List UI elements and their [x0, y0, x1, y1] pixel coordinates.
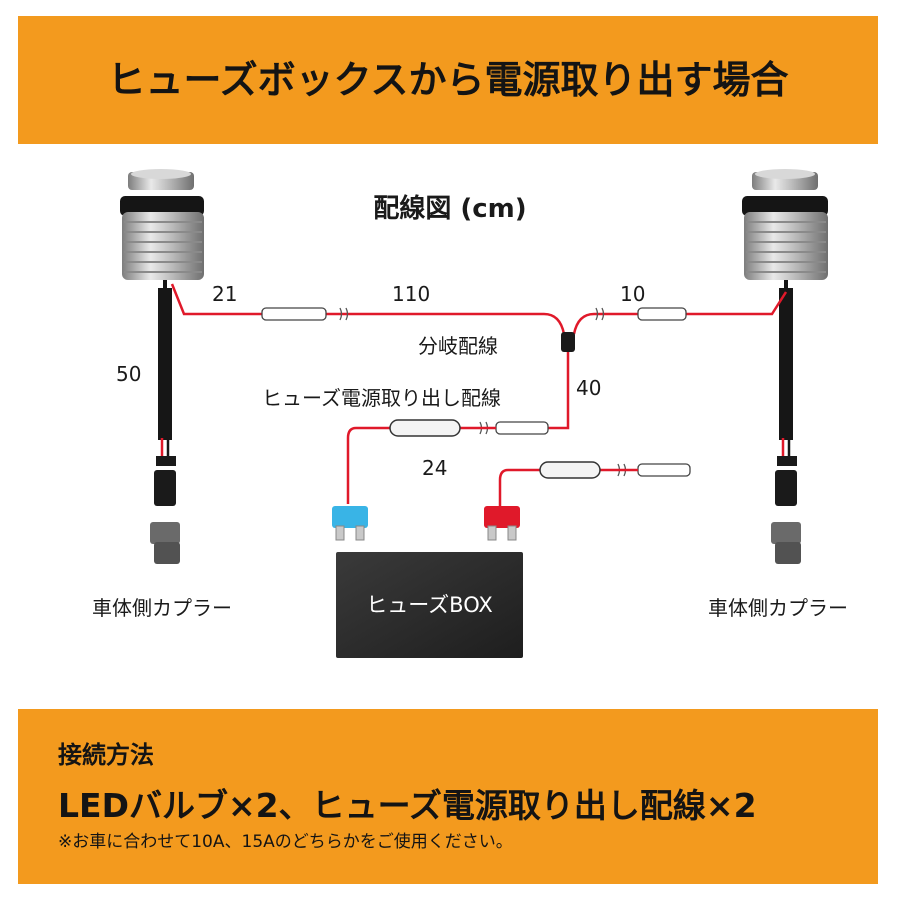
length-left-lead: 21 [212, 282, 238, 306]
length-right-lead: 10 [620, 282, 646, 306]
wire-connectors [261, 307, 691, 477]
coupler-left [150, 522, 180, 564]
label-coupler-left: 車体側カプラー [92, 596, 232, 620]
left-vertical-cable [154, 280, 176, 506]
label-coupler-right: 車体側カプラー [708, 596, 848, 620]
branch-wire [170, 283, 788, 430]
right-vertical-cable [775, 280, 797, 506]
coupler-right [771, 522, 801, 564]
connection-method-heading: 接続方法 [58, 741, 154, 769]
length-fuse-lead: 24 [422, 456, 448, 480]
header-title: ヒューズボックスから電源取り出す場合 [107, 58, 789, 102]
fuse-box [336, 552, 523, 658]
y-splitter [561, 332, 575, 352]
connection-method-contents: LEDバルブ×2、ヒューズ電源取り出し配線×2 [58, 786, 757, 825]
led-bulb-right [742, 169, 828, 280]
length-left-down: 50 [116, 362, 142, 386]
inline-fuse-holders [389, 419, 601, 479]
header-banner: ヒューズボックスから電源取り出す場合 [18, 16, 878, 144]
blade-fuse-blue [332, 506, 368, 541]
blade-fuse-red [484, 506, 520, 541]
wiring-diagram [120, 169, 828, 658]
footer-banner: 接続方法 LEDバルブ×2、ヒューズ電源取り出し配線×2 ※お車に合わせて10A… [18, 709, 878, 884]
length-main: 110 [392, 282, 431, 306]
label-branch-wire: 分岐配線 [418, 334, 498, 358]
length-branch-down: 40 [576, 376, 602, 400]
label-fuse-box: ヒューズBOX [366, 593, 493, 617]
led-bulb-left [120, 169, 204, 280]
connection-method-note: ※お車に合わせて10A、15Aのどちらかをご使用ください。 [58, 832, 513, 852]
fuse-tap-wires [346, 426, 638, 506]
label-fuse-power-wire: ヒューズ電源取り出し配線 [262, 386, 501, 410]
diagram-title: 配線図 (cm) [373, 194, 527, 224]
